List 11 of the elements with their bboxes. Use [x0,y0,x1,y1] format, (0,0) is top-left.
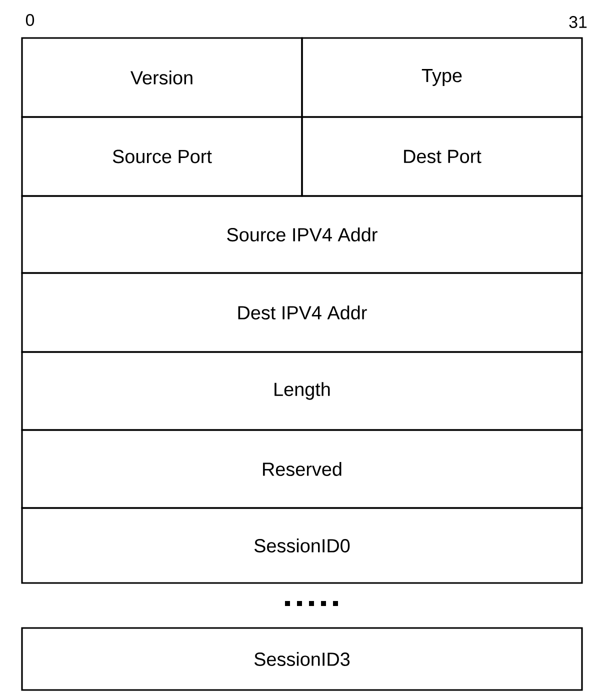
field-box: SessionID0 [21,507,583,584]
bit-number: 31 [569,16,587,28]
field-box: Length [21,351,583,431]
field-box: Dest IPV4 Addr [21,272,583,353]
field-box: Version [21,37,303,118]
field-box: Reserved [21,429,583,509]
field-box: Dest Port [301,116,583,197]
field-box: SessionID3 [21,627,583,691]
field-box: Type [301,37,583,118]
field-box: Source Port [21,116,303,197]
field-box: Source IPV4 Addr [21,195,583,274]
